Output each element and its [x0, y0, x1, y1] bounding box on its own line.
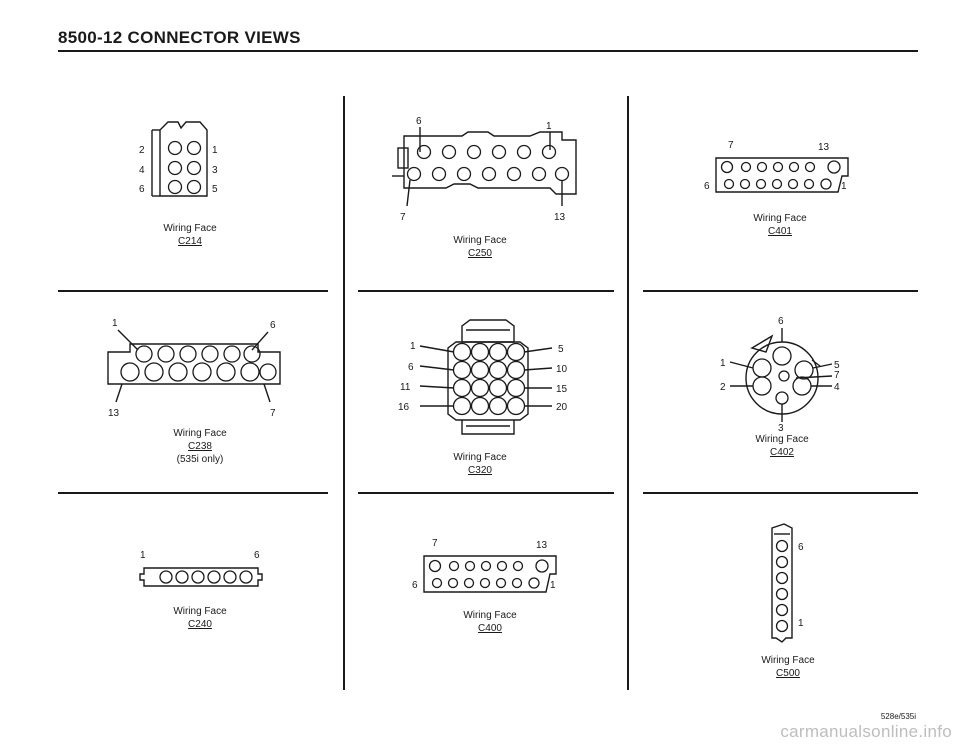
connector-id: C402 [770, 447, 794, 458]
connector-id: C500 [776, 668, 800, 679]
pin-label-6: 6 [412, 580, 418, 591]
connector-c320-diagram: 1 5 6 10 11 15 16 20 [398, 319, 568, 435]
pin-label-7: 7 [728, 140, 734, 151]
pin-label-13: 13 [536, 540, 548, 551]
pin-label-6: 6 [704, 181, 710, 192]
pin-label-6: 6 [270, 320, 276, 331]
connector-id: C400 [478, 623, 502, 634]
pin-label-7: 7 [432, 538, 438, 549]
pin-label-11: 11 [400, 382, 411, 393]
page-title: 8500-12 CONNECTOR VIEWS [58, 28, 301, 47]
pin-label-5: 5 [212, 184, 218, 195]
wiring-face-label: Wiring Face [753, 213, 807, 224]
pin-label-5: 5 [558, 344, 564, 355]
pin-label-7: 7 [400, 212, 406, 223]
row-divider-1-col-1 [58, 290, 328, 292]
pin-label-6: 6 [416, 116, 422, 127]
connector-c250-diagram: 6 1 7 13 [392, 116, 577, 223]
pin-label-20: 20 [556, 402, 568, 413]
connector-note: (535i only) [176, 454, 224, 465]
connector-id: C238 [188, 441, 212, 452]
pin-label-4: 4 [834, 382, 840, 393]
wiring-face-label: Wiring Face [453, 452, 507, 463]
pin-label-1: 1 [798, 618, 804, 629]
pin-label-13: 13 [108, 408, 120, 419]
connector-c240-diagram: 1 6 [139, 550, 263, 587]
model-code: 528e/535i [880, 712, 916, 721]
pin-label-6: 6 [778, 316, 784, 327]
wiring-face-label: Wiring Face [761, 655, 815, 666]
row-divider-1-col-2 [358, 290, 614, 292]
pin-label-1: 1 [546, 121, 552, 132]
connector-c238-caption: Wiring Face C238 (535i only) [150, 427, 250, 466]
column-divider-right [627, 96, 629, 690]
wiring-face-label: Wiring Face [173, 606, 227, 617]
wiring-face-label: Wiring Face [463, 610, 517, 621]
pin-label-3: 3 [778, 423, 784, 434]
pin-label-2: 2 [720, 382, 726, 393]
connector-c214-diagram: 2 1 4 3 6 5 [139, 121, 218, 197]
row-divider-2-col-1 [58, 492, 328, 494]
pin-label-5: 5 [834, 360, 840, 371]
connector-c250-caption: Wiring Face C250 [430, 234, 530, 260]
pin-label-10: 10 [556, 364, 568, 375]
connector-c402-caption: Wiring Face C402 [732, 433, 832, 459]
pin-label-1: 1 [212, 145, 218, 156]
pin-label-7: 7 [834, 370, 840, 381]
pin-label-1: 1 [112, 318, 118, 329]
row-divider-2-col-3 [643, 492, 918, 494]
connector-id: C401 [768, 226, 792, 237]
pin-label-13: 13 [554, 212, 566, 223]
watermark: carmanualsonline.info [780, 722, 952, 741]
wiring-face-label: Wiring Face [755, 434, 809, 445]
header-rule [58, 50, 918, 52]
pin-label-6: 6 [798, 542, 804, 553]
pin-label-4: 4 [139, 165, 145, 176]
connector-id: C214 [178, 236, 202, 247]
pin-label-13: 13 [818, 142, 830, 153]
wiring-face-label: Wiring Face [163, 223, 217, 234]
pin-label-1: 1 [550, 580, 556, 591]
connector-c500-diagram: 6 1 [771, 523, 804, 643]
wiring-face-label: Wiring Face [453, 235, 507, 246]
pin-label-6: 6 [139, 184, 145, 195]
row-divider-2-col-2 [358, 492, 614, 494]
column-divider-left [343, 96, 345, 690]
connector-id: C240 [188, 619, 212, 630]
pin-label-1: 1 [140, 550, 146, 561]
pin-label-7: 7 [270, 408, 276, 419]
connector-id: C250 [468, 248, 492, 259]
pin-label-2: 2 [139, 145, 145, 156]
pin-label-15: 15 [556, 384, 568, 395]
connector-c400-diagram: 7 13 6 1 [412, 538, 557, 593]
connector-id: C320 [468, 465, 492, 476]
row-divider-1-col-3 [643, 290, 918, 292]
connector-c240-caption: Wiring Face C240 [150, 605, 250, 631]
wiring-face-label: Wiring Face [173, 428, 227, 439]
connector-c402-diagram: 6 1 5 7 2 4 3 [720, 316, 840, 434]
pin-label-1: 1 [410, 341, 416, 352]
connector-c320-caption: Wiring Face C320 [430, 451, 530, 477]
pin-label-3: 3 [212, 165, 218, 176]
connector-c401-caption: Wiring Face C401 [730, 212, 830, 238]
pin-label-1: 1 [841, 181, 847, 192]
connector-c214-caption: Wiring Face C214 [140, 222, 240, 248]
connector-c500-caption: Wiring Face C500 [738, 654, 838, 680]
connector-c238-diagram: 1 6 13 7 [107, 318, 281, 419]
pin-label-16: 16 [398, 402, 410, 413]
pin-label-6: 6 [254, 550, 260, 561]
connector-c400-caption: Wiring Face C400 [440, 609, 540, 635]
pin-label-6: 6 [408, 362, 414, 373]
pin-label-1: 1 [720, 358, 726, 369]
connector-c401-diagram: 7 13 6 1 [704, 140, 849, 193]
